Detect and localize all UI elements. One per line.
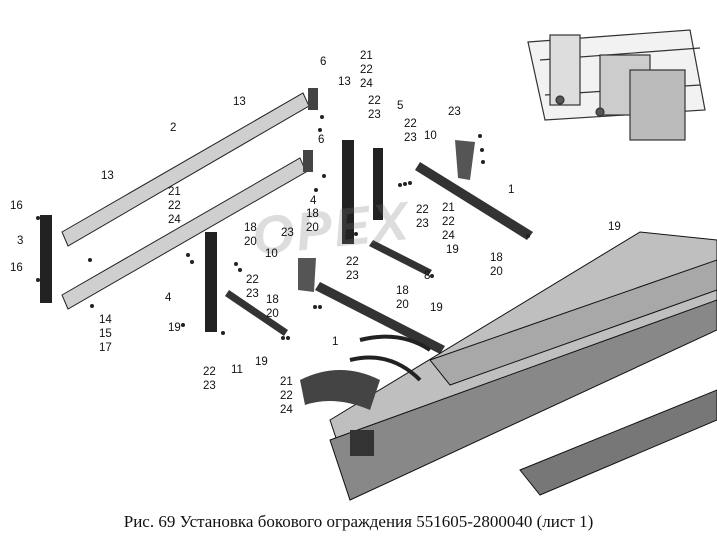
post-4b bbox=[342, 140, 354, 244]
bracket-6b bbox=[303, 150, 313, 172]
callout-label: 22 bbox=[203, 366, 216, 378]
callout-label: 6 bbox=[318, 134, 325, 146]
callout-label: 13 bbox=[338, 76, 351, 88]
callout-label: 18 bbox=[266, 294, 279, 306]
callout-label: 22 bbox=[416, 204, 429, 216]
callout-label: 23 bbox=[281, 227, 294, 239]
callout-label: 19 bbox=[430, 302, 443, 314]
callout-label: 24 bbox=[360, 78, 373, 90]
callout-label: 14 bbox=[99, 314, 112, 326]
callout-label: 2 bbox=[170, 122, 177, 134]
callout-label: 22 bbox=[404, 118, 417, 130]
bolts bbox=[36, 115, 530, 340]
callout-label: 4 bbox=[310, 195, 317, 207]
callout-label: 16 bbox=[10, 200, 23, 212]
callout-label: 22 bbox=[368, 95, 381, 107]
callout-label: 1 bbox=[508, 184, 515, 196]
callout-label: 20 bbox=[490, 266, 503, 278]
callout-label: 22 bbox=[280, 390, 293, 402]
callout-label: 20 bbox=[244, 236, 257, 248]
callout-label: 22 bbox=[168, 200, 181, 212]
callout-label: 19 bbox=[168, 322, 181, 334]
callout-label: 8 bbox=[424, 270, 431, 282]
callout-label: 19 bbox=[255, 356, 268, 368]
callout-label: 5 bbox=[397, 100, 404, 112]
callout-label: 13 bbox=[101, 170, 114, 182]
callout-label: 23 bbox=[448, 106, 461, 118]
tube-11 bbox=[225, 290, 288, 336]
callout-label: 23 bbox=[246, 288, 259, 300]
callout-label: 10 bbox=[424, 130, 437, 142]
callout-label: 21 bbox=[442, 202, 455, 214]
callout-label: 1 bbox=[332, 336, 339, 348]
post-5 bbox=[373, 148, 383, 220]
callout-label: 22 bbox=[346, 256, 359, 268]
tube-8 bbox=[369, 240, 432, 276]
callout-label: 22 bbox=[246, 274, 259, 286]
callout-label: 21 bbox=[360, 50, 373, 62]
overview-sketch bbox=[527, 29, 706, 141]
chassis-frame bbox=[329, 231, 717, 501]
callout-label: 18 bbox=[306, 208, 319, 220]
callout-label: 18 bbox=[490, 252, 503, 264]
callout-label: 18 bbox=[396, 285, 409, 297]
fender bbox=[300, 370, 380, 410]
callout-label: 10 bbox=[265, 248, 278, 260]
callout-label: 24 bbox=[442, 230, 455, 242]
frame-bracket bbox=[350, 430, 374, 456]
callout-label: 13 bbox=[233, 96, 246, 108]
callout-label: 24 bbox=[168, 214, 181, 226]
callout-label: 6 bbox=[320, 56, 327, 68]
bracket-6a bbox=[308, 88, 318, 110]
end-cap bbox=[40, 215, 52, 303]
callout-label: 21 bbox=[168, 186, 181, 198]
bracket-10b bbox=[298, 258, 316, 292]
callout-label: 4 bbox=[165, 292, 172, 304]
callout-label: 20 bbox=[396, 299, 409, 311]
callout-label: 16 bbox=[10, 262, 23, 274]
callout-label: 15 bbox=[99, 328, 112, 340]
callout-label: 18 bbox=[244, 222, 257, 234]
callout-label: 23 bbox=[416, 218, 429, 230]
callout-label: 20 bbox=[266, 308, 279, 320]
callout-label: 22 bbox=[442, 216, 455, 228]
tube-1b bbox=[315, 282, 445, 354]
callout-label: 19 bbox=[608, 221, 621, 233]
figure-caption: Рис. 69 Установка бокового ограждения 55… bbox=[123, 512, 594, 531]
callout-label: 23 bbox=[346, 270, 359, 282]
callout-label: 23 bbox=[404, 132, 417, 144]
callout-label: 21 bbox=[280, 376, 293, 388]
tube-1a bbox=[415, 162, 533, 240]
callout-label: 22 bbox=[360, 64, 373, 76]
callout-label: 20 bbox=[306, 222, 319, 234]
bracket-10a bbox=[455, 140, 475, 180]
callout-label: 23 bbox=[368, 109, 381, 121]
callout-label: 24 bbox=[280, 404, 293, 416]
callout-label: 19 bbox=[446, 244, 459, 256]
post-4a bbox=[205, 232, 217, 332]
callout-label: 23 bbox=[203, 380, 216, 392]
callout-label: 3 bbox=[17, 235, 24, 247]
callout-label: 17 bbox=[99, 342, 112, 354]
callout-label: 11 bbox=[231, 364, 243, 376]
